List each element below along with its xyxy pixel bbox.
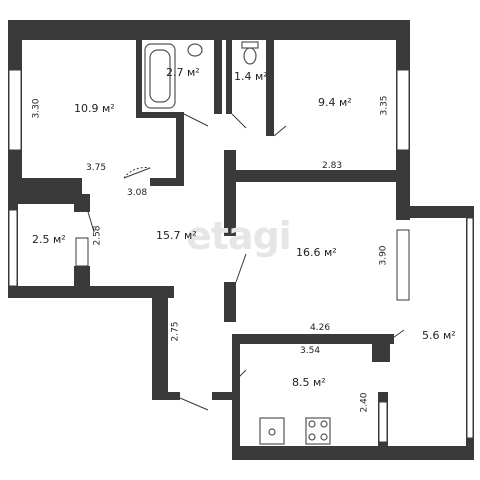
windows — [8, 69, 474, 443]
burner-4 — [320, 433, 328, 441]
dim-center-height: 3.90 — [378, 245, 389, 266]
wall-column — [372, 340, 390, 362]
door-nw — [123, 167, 151, 179]
doors — [87, 113, 405, 411]
watermark: etagi — [186, 214, 292, 258]
wall-balcony-w-top — [8, 194, 90, 204]
room-nw-area: 10.9 м² — [74, 102, 115, 115]
window-ne — [396, 69, 410, 151]
door-balcony-e — [389, 329, 405, 341]
dim-hall-height: 2.75 — [170, 321, 181, 342]
wall-toilet-left — [226, 40, 232, 114]
burner-1 — [308, 420, 316, 428]
dim-hall-top: 3.08 — [127, 188, 148, 198]
sink-icon — [187, 43, 203, 57]
wall-kitchen-bottom — [232, 446, 474, 460]
bathtub-inner — [149, 49, 171, 103]
window-center — [396, 229, 410, 301]
wall-hall-bottom — [152, 392, 180, 400]
wall-bath-right — [214, 40, 222, 114]
wall-bath-bottom — [136, 112, 184, 118]
window-balcony-w — [8, 209, 18, 287]
kitchen-area: 8.5 м² — [292, 376, 326, 389]
wall-center-left-lower — [224, 282, 236, 322]
dim-kitchen-height: 2.40 — [359, 392, 370, 413]
door-ne — [273, 125, 287, 137]
toilet-bowl-icon — [243, 47, 257, 65]
bath-area: 2.7 м² — [166, 66, 200, 79]
wall-balcony-w-right — [74, 194, 90, 212]
room-center-area: 16.6 м² — [296, 246, 337, 259]
wall-nw-right — [176, 112, 184, 186]
window-balcony-e — [466, 217, 474, 439]
wall-center-left-upper — [224, 150, 236, 236]
room-ne-area: 9.4 м² — [318, 96, 352, 109]
dim-balcony-w-height: 2.58 — [92, 225, 103, 246]
wall-ne-bottom — [236, 170, 410, 182]
burner-3 — [308, 433, 316, 441]
fixtures — [144, 41, 331, 445]
balcony-e-area: 5.6 м² — [422, 329, 456, 342]
window-nw — [8, 69, 22, 151]
door-hall-bottom — [179, 397, 209, 411]
toilet-area: 1.4 м² — [234, 70, 268, 83]
window-balcony-w-door — [75, 237, 89, 267]
wall-toilet-right — [266, 40, 274, 116]
dim-ne-width: 2.83 — [322, 161, 343, 171]
door-bath — [183, 113, 209, 127]
wall-hall-left — [152, 286, 168, 398]
wall-balcony-w-right-low — [74, 266, 90, 298]
hall-area: 15.7 м² — [156, 229, 197, 242]
wall-center-bottom — [232, 334, 394, 344]
dim-nw-width: 3.75 — [86, 163, 107, 173]
window-kitchen — [378, 401, 388, 443]
door-balcony-w — [87, 211, 95, 233]
dim-center-width: 4.26 — [310, 323, 331, 333]
wall-ne-left — [266, 116, 274, 136]
dim-kitchen-width: 3.54 — [300, 346, 321, 356]
wall-top — [8, 20, 410, 40]
balcony-w-area: 2.5 м² — [32, 233, 66, 246]
kitchen-sink-drain — [268, 428, 276, 436]
wall-balcony-e-top — [396, 206, 474, 218]
wall-balcony-w-bottom — [8, 286, 174, 298]
door-kitchen — [235, 369, 247, 381]
wall-kitchen-left — [232, 340, 240, 460]
dim-nw-height: 3.30 — [31, 98, 42, 119]
dim-ne-height: 3.35 — [379, 95, 390, 116]
wall-nw-bottom — [8, 178, 82, 196]
wall-nw-bottom-2 — [150, 178, 184, 186]
burner-2 — [320, 420, 328, 428]
door-toilet — [231, 113, 247, 129]
wall-hall-bottom-2 — [212, 392, 238, 400]
door-center — [235, 253, 247, 283]
wall-bath-left — [136, 40, 142, 118]
